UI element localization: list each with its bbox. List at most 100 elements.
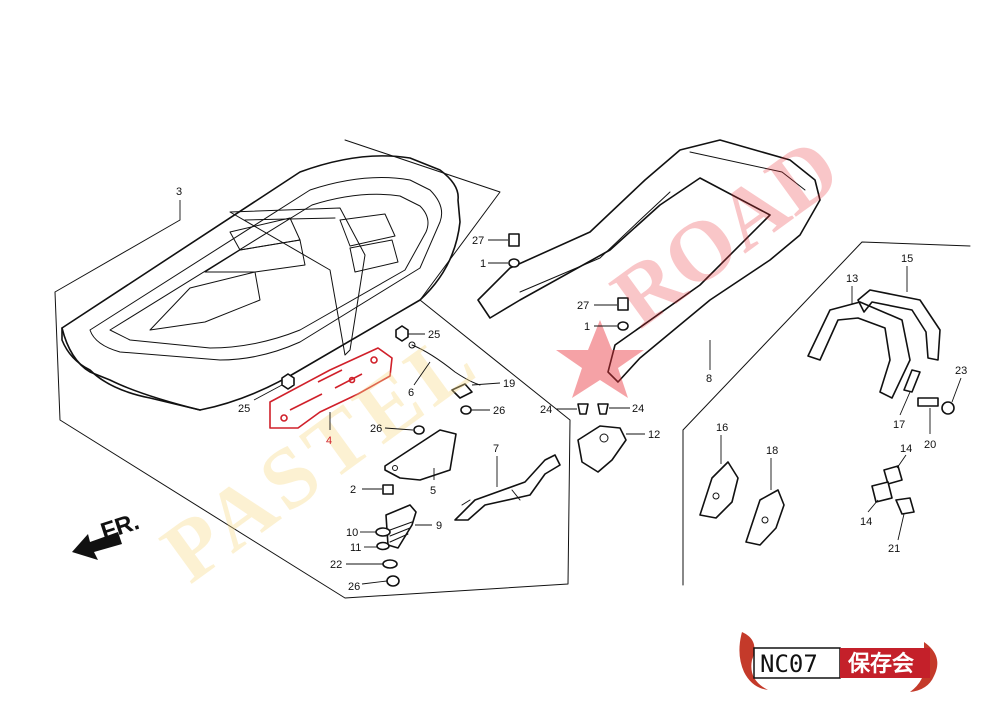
callout-2: 2: [350, 484, 382, 496]
rubber-14b[interactable]: [871, 481, 893, 503]
callout-24a: 24: [540, 404, 577, 416]
washer-22[interactable]: [382, 559, 398, 569]
part-number-label: 22: [330, 559, 342, 571]
nut-25a[interactable]: [395, 325, 409, 342]
clip-19[interactable]: [451, 383, 473, 399]
rear-grip-15[interactable]: [857, 289, 941, 361]
part-number-label: 20: [924, 439, 936, 451]
callout-25a: 25: [408, 329, 440, 341]
seat-assembly[interactable]: [61, 155, 461, 411]
bolt-27b[interactable]: [617, 297, 629, 311]
callout-16: 16: [716, 422, 728, 464]
callout-20: 20: [924, 408, 936, 451]
callout-4: 4: [326, 412, 332, 447]
cable-6[interactable]: [408, 341, 481, 386]
bracket-16[interactable]: [699, 461, 739, 519]
screw-24a[interactable]: [577, 403, 589, 415]
callout-26b: 26: [370, 423, 414, 435]
callout-14a: 14: [896, 443, 912, 469]
rear-grip-13[interactable]: [807, 301, 911, 399]
cap-nut-23[interactable]: [941, 401, 955, 415]
callout-15: 15: [901, 253, 913, 292]
callout-25b: 25: [238, 384, 283, 415]
callout-10: 10: [346, 527, 376, 539]
callout-14b: 14: [860, 499, 879, 528]
front-arrow-icon: [72, 532, 122, 560]
band-17[interactable]: [903, 369, 921, 393]
part-number-label: 15: [901, 253, 913, 265]
callout-6: 6: [408, 361, 431, 399]
callout-8: 8: [706, 340, 712, 385]
callout-24b: 24: [609, 403, 644, 415]
collar-1b[interactable]: [617, 321, 629, 331]
callout-1a: 1: [480, 258, 508, 270]
spring-assembly-9[interactable]: [385, 504, 417, 549]
part-number-label: 1: [584, 321, 590, 333]
watermark-text-2: ROAD: [595, 119, 856, 346]
callout-7: 7: [493, 443, 499, 487]
part-number-label: 25: [238, 403, 250, 415]
nut-25b[interactable]: [281, 373, 295, 390]
callout-26c: 26: [348, 580, 388, 593]
club-logo: NC07 保存会: [739, 632, 938, 692]
watermark-star-icon: [556, 320, 644, 398]
collar-2[interactable]: [382, 484, 394, 495]
part-number-label: 21: [888, 543, 900, 555]
part-number-label: 17: [893, 419, 905, 431]
dragon-tail-icon: [910, 642, 938, 692]
part-number-label: 3: [176, 186, 182, 198]
callout-5: 5: [430, 468, 436, 497]
logo-subtitle: 保存会: [847, 651, 914, 677]
part-number-label: 19: [503, 378, 515, 390]
grommet-26b[interactable]: [413, 425, 425, 435]
part-number-label: 14: [860, 516, 872, 528]
part-number-label: 16: [716, 422, 728, 434]
callout-23: 23: [951, 365, 967, 403]
part-number-label: 25: [428, 329, 440, 341]
callout-17: 17: [893, 391, 911, 431]
part-number-label: 10: [346, 527, 358, 539]
part-number-label: 4: [326, 435, 332, 447]
callout-27a: 27: [472, 235, 508, 247]
grab-rail-8[interactable]: [477, 139, 821, 383]
part-number-label: 14: [900, 443, 912, 455]
part-number-label: 11: [350, 542, 361, 554]
latch-bracket-5[interactable]: [384, 429, 457, 481]
bracket-section-frame: [682, 241, 971, 586]
bolt-27a[interactable]: [508, 233, 520, 247]
part-number-label: 26: [348, 581, 360, 593]
rubber-14a[interactable]: [883, 465, 903, 485]
part-number-label: 2: [350, 484, 356, 496]
part-number-label: 18: [766, 445, 778, 457]
bolt-20[interactable]: [917, 397, 939, 407]
callout-13: 13: [846, 273, 858, 304]
grommet-26c[interactable]: [386, 575, 400, 587]
bracket-18[interactable]: [745, 489, 785, 546]
part-number-label: 27: [472, 235, 484, 247]
callout-19: 19: [471, 378, 515, 390]
part-number-label: 8: [706, 373, 712, 385]
part-number-label: 5: [430, 485, 436, 497]
hook-lever-7[interactable]: [454, 454, 561, 521]
part-number-label: 26: [493, 405, 505, 417]
part-number-label: 6: [408, 387, 414, 399]
part-number-label: 1: [480, 258, 486, 270]
hinge-bracket-12[interactable]: [577, 425, 627, 473]
collar-1a[interactable]: [508, 258, 520, 268]
part-number-label: 23: [955, 365, 967, 377]
part-number-label: 7: [493, 443, 499, 455]
callout-11: 11: [350, 542, 377, 554]
seat-hinge-plate-highlighted[interactable]: [269, 347, 393, 429]
screw-24b[interactable]: [597, 403, 609, 415]
part-number-label: 27: [577, 300, 589, 312]
callout-26a: 26: [471, 405, 505, 417]
callout-1b: 1: [584, 321, 617, 333]
front-label: FR.: [98, 508, 143, 546]
seat-section-frame: [54, 139, 571, 599]
callout-3: 3: [176, 186, 182, 220]
part-number-label: 12: [648, 429, 660, 441]
callout-18: 18: [766, 445, 778, 490]
bolt-21[interactable]: [895, 497, 915, 515]
